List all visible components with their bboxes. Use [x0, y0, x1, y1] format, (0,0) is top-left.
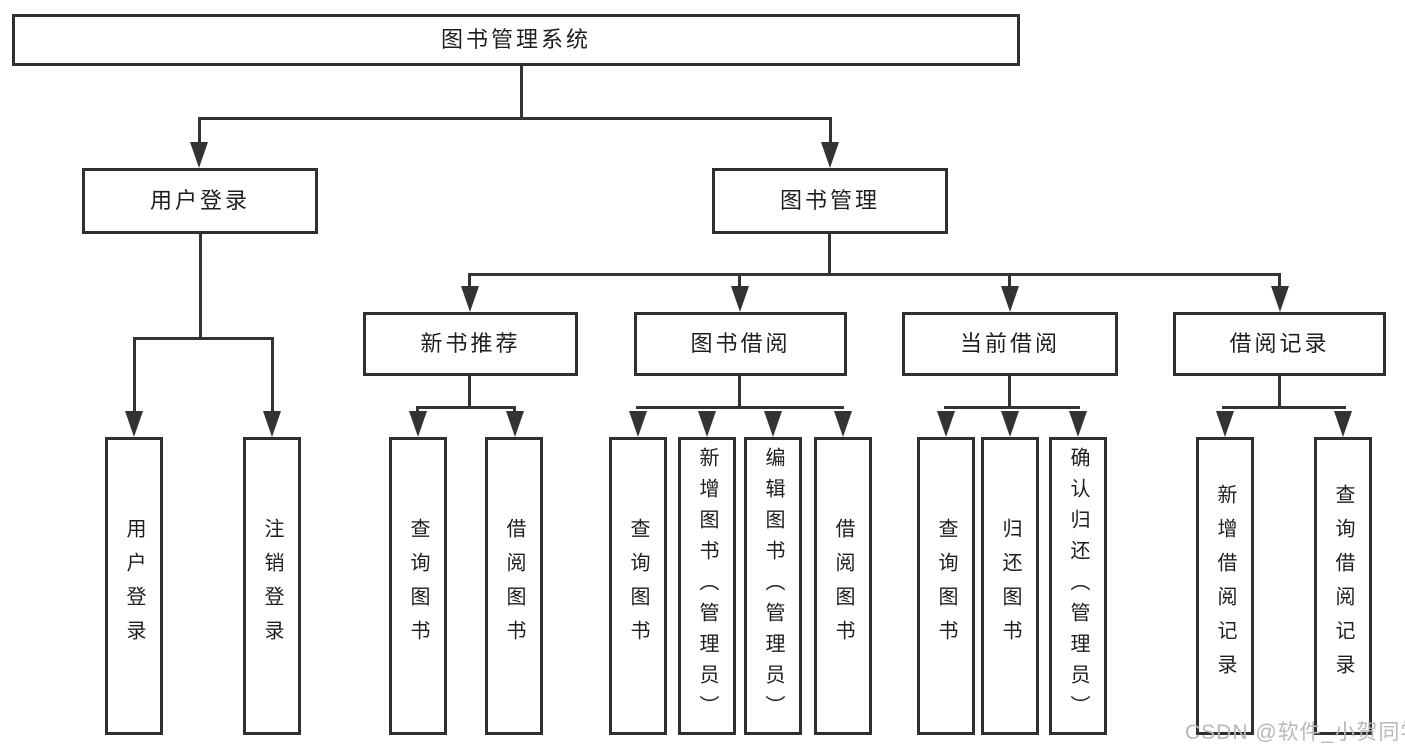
arrow-down-icon — [461, 286, 479, 312]
leaf-query-book-borrow: 查询图书 — [609, 437, 667, 735]
arrow-down-icon — [409, 411, 427, 437]
arrow-down-icon — [764, 411, 782, 437]
node-user-login-label: 用户登录 — [149, 188, 250, 213]
leaf-return-book-label: 归还图书 — [999, 518, 1021, 654]
connector-borrow-vertical — [738, 376, 741, 409]
arrow-down-icon — [834, 411, 852, 437]
arrow-down-icon — [698, 411, 716, 437]
connector-root-stem-right — [829, 117, 832, 147]
connector-userlogin-horizontal — [133, 337, 274, 340]
arrow-down-icon — [1271, 286, 1289, 312]
leaf-user-login: 用户登录 — [105, 437, 163, 735]
leaf-query-book-recommend-label: 查询图书 — [407, 518, 429, 654]
leaf-query-borrow-record: 查询借阅记录 — [1314, 437, 1372, 735]
arrow-down-icon — [1216, 411, 1234, 437]
arrow-down-icon — [1069, 411, 1087, 437]
leaf-edit-book-admin: 编辑图书（管理员） — [744, 437, 802, 735]
node-book-borrow: 图书借阅 — [634, 312, 847, 376]
leaf-borrow-book-recommend: 借阅图书 — [485, 437, 543, 735]
leaf-add-borrow-record-label: 新增借阅记录 — [1214, 484, 1236, 688]
leaf-logout-label: 注销登录 — [261, 518, 283, 654]
node-borrow-records: 借阅记录 — [1173, 312, 1386, 376]
leaf-query-borrow-record-label: 查询借阅记录 — [1332, 484, 1354, 688]
connector-borrow-horizontal — [636, 406, 844, 409]
connector-current-vertical — [1008, 376, 1011, 409]
leaf-user-login-label: 用户登录 — [123, 518, 145, 654]
leaf-borrow-book-label: 借阅图书 — [832, 518, 854, 654]
node-user-login: 用户登录 — [82, 168, 318, 234]
node-book-management: 图书管理 — [712, 168, 948, 234]
leaf-query-book-borrow-label: 查询图书 — [627, 518, 649, 654]
connector-recommend-horizontal — [416, 406, 516, 409]
leaf-add-book-admin: 新增图书（管理员） — [678, 437, 736, 735]
arrow-down-icon — [937, 411, 955, 437]
connector-bookmgmt-stem-4 — [1278, 273, 1281, 293]
arrow-down-icon — [731, 286, 749, 312]
arrow-down-icon — [1334, 411, 1352, 437]
leaf-borrow-book: 借阅图书 — [814, 437, 872, 735]
connector-userlogin-stem-right — [271, 337, 274, 417]
connector-userlogin-vertical — [199, 233, 202, 340]
leaf-return-book: 归还图书 — [981, 437, 1039, 735]
leaf-borrow-book-recommend-label: 借阅图书 — [503, 518, 525, 654]
connector-current-horizontal — [944, 406, 1080, 409]
leaf-query-book-recommend: 查询图书 — [389, 437, 447, 735]
arrow-down-icon — [190, 142, 208, 168]
node-current-borrow: 当前借阅 — [902, 312, 1118, 376]
leaf-query-book-current: 查询图书 — [917, 437, 975, 735]
connector-userlogin-stem-left — [133, 337, 136, 417]
connector-root-horizontal — [198, 117, 832, 120]
arrow-down-icon — [1001, 411, 1019, 437]
connector-recommend-vertical — [468, 376, 471, 409]
csdn-watermark: CSDN @软件_小贺同学 — [1185, 721, 1405, 744]
connector-root-stem-left — [198, 117, 201, 147]
connector-bookmgmt-stem-2 — [738, 273, 741, 293]
leaf-edit-book-admin-label: 编辑图书（管理员） — [762, 446, 784, 726]
arrow-down-icon — [125, 411, 143, 437]
connector-bookmgmt-horizontal — [468, 273, 1281, 276]
connector-root-vertical — [520, 65, 523, 119]
node-new-book-recommend-label: 新书推荐 — [420, 331, 521, 356]
node-book-management-label: 图书管理 — [779, 188, 880, 213]
leaf-query-book-current-label: 查询图书 — [935, 518, 957, 654]
node-borrow-records-label: 借阅记录 — [1229, 331, 1330, 356]
node-new-book-recommend: 新书推荐 — [363, 312, 578, 376]
connector-bookmgmt-stem-1 — [468, 273, 471, 293]
arrow-down-icon — [506, 411, 524, 437]
arrow-down-icon — [629, 411, 647, 437]
connector-bookmgmt-vertical — [828, 233, 831, 276]
node-root: 图书管理系统 — [12, 14, 1020, 66]
leaf-add-book-admin-label: 新增图书（管理员） — [696, 446, 718, 726]
connector-records-horizontal — [1222, 406, 1346, 409]
connector-records-vertical — [1278, 376, 1281, 409]
arrow-down-icon — [263, 411, 281, 437]
leaf-confirm-return-admin: 确认归还（管理员） — [1049, 437, 1107, 735]
node-root-label: 图书管理系统 — [440, 27, 591, 52]
node-current-borrow-label: 当前借阅 — [959, 331, 1060, 356]
leaf-add-borrow-record: 新增借阅记录 — [1196, 437, 1254, 735]
connector-bookmgmt-stem-3 — [1008, 273, 1011, 293]
arrow-down-icon — [821, 142, 839, 168]
node-book-borrow-label: 图书借阅 — [690, 331, 791, 356]
leaf-confirm-return-admin-label: 确认归还（管理员） — [1067, 446, 1089, 726]
arrow-down-icon — [1001, 286, 1019, 312]
leaf-logout: 注销登录 — [243, 437, 301, 735]
